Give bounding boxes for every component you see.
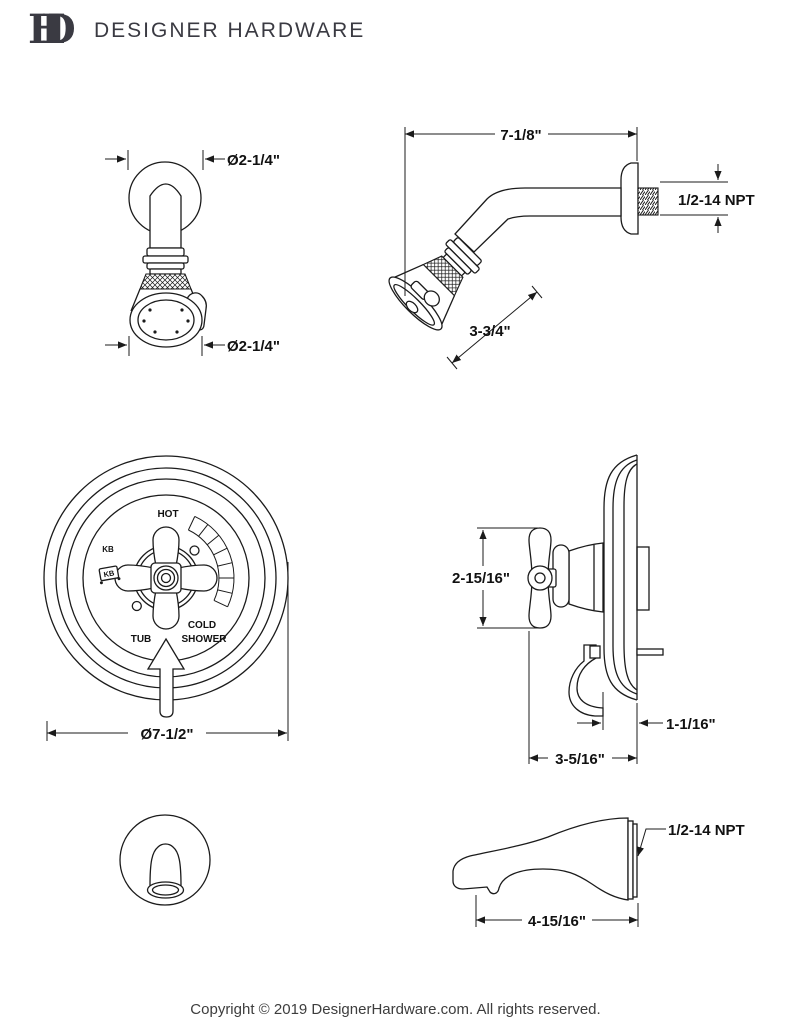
dim-label-total-depth: 3-5/16"	[555, 751, 605, 768]
diverter-lever	[146, 637, 186, 718]
kb-logo-icon: KB	[98, 565, 121, 585]
spout-dimensions: 1/2-14 NPT 4-15/16"	[475, 822, 745, 930]
dim-label-spout-length: 4-15/16"	[528, 913, 586, 930]
dim-label-arm-thread: 1/2-14 NPT	[678, 192, 755, 209]
dial-label-hot: HOT	[157, 509, 178, 520]
brand-name: DESIGNER HARDWARE	[94, 19, 366, 42]
brand-header: D H DESIGNER HARDWARE	[28, 6, 365, 56]
temperature-scale-arc	[187, 515, 235, 608]
dial-label-kb: KB	[102, 545, 114, 554]
dim-label-escutcheon-diameter: Ø7-1/2"	[141, 726, 194, 743]
trim-screw-hole	[189, 545, 200, 556]
dim-label-head-face-diameter: Ø2-1/4"	[227, 338, 280, 355]
dim-label-arm-reach: 7-1/8"	[500, 127, 541, 144]
valve-front-dimension: Ø7-1/2"	[46, 562, 289, 743]
cross-handle	[114, 526, 218, 630]
valve-side-dimensions: 2-15/16" 1-1/16" 3-5/16"	[452, 530, 716, 768]
monogram-letter-h: H	[28, 6, 66, 53]
dial-label-shower: SHOWER	[182, 634, 228, 645]
monogram-letter-d: D	[41, 6, 76, 53]
dial-label-tub: TUB	[131, 634, 152, 645]
shower-side-dimensions: 7-1/8" 1/2-14 NPT 3-3/4"	[404, 127, 755, 370]
dim-label-spout-thread: 1/2-14 NPT	[668, 822, 745, 839]
dh-monogram-icon: D H	[28, 6, 82, 56]
tub-spout-front-view	[119, 814, 211, 906]
copyright-notice: Copyright © 2019 DesignerHardware.com. A…	[190, 1001, 601, 1018]
shower-head-side-view: 7-1/8" 1/2-14 NPT 3-3/4"	[388, 127, 755, 370]
shower-head-front-view: Ø2-1/4" Ø2-1/4"	[105, 150, 280, 356]
valve-trim-side-view: 2-15/16" 1-1/16" 3-5/16"	[452, 454, 716, 768]
valve-trim-front-view: HOT KB KB COLD SHOWER TUB Ø7-1/2"	[43, 455, 289, 743]
kb-logo-text: KB	[103, 568, 116, 579]
shower-head-side-head	[388, 237, 482, 331]
dim-label-head-flange-diameter: Ø2-1/4"	[227, 152, 280, 169]
dial-label-cold: COLD	[188, 620, 216, 631]
dim-label-head-length: 3-3/4"	[469, 323, 510, 340]
dim-label-plate-depth: 1-1/16"	[666, 716, 716, 733]
trim-screw-hole	[131, 600, 142, 612]
shower-front-dimensions: Ø2-1/4" Ø2-1/4"	[105, 150, 280, 356]
spray-nozzle-dots	[142, 308, 190, 334]
dim-label-handle-height: 2-15/16"	[452, 570, 510, 587]
tub-spout-side-view: 1/2-14 NPT 4-15/16"	[452, 817, 745, 930]
